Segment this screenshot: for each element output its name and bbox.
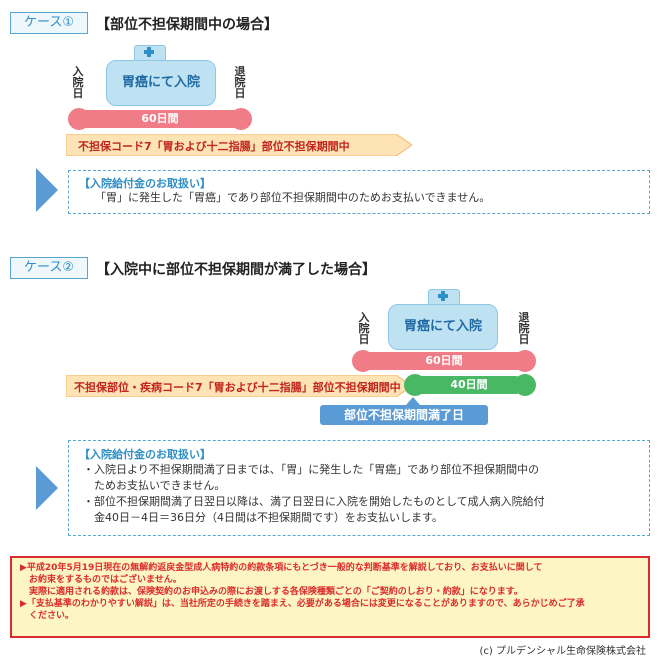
case1-arrow-icon (36, 168, 58, 212)
case2-ribbon-arrow (66, 375, 412, 397)
case1-ribbon-text: 不担保コード7「胃および十二指腸」部位不担保期間中 (78, 140, 350, 153)
case2-green-bar: 40日間 (414, 376, 524, 394)
case2-hospital-label: 胃癌にて入院 (403, 319, 482, 334)
case2-title: 【入院中に部位不担保期間が満了した場合】 (96, 262, 376, 278)
case2-box-line: ・部位不担保期間満了日翌日以降は、満了日翌日に入院を開始したものとして成人病入院… (83, 495, 545, 508)
case2-days-bar: 60日間 (362, 352, 526, 370)
case1-discharge-label: 退院日 (234, 65, 246, 100)
case1-box-text: 「胃」に発生した「胃癌」であり部位不担保期間中のためお支払いできません。 (95, 191, 491, 204)
case1-info-box: 【入院給付金のお取扱い】 「胃」に発生した「胃癌」であり部位不担保期間中のためお… (68, 170, 650, 214)
case2-arrow-icon (36, 466, 58, 510)
case1-discharge-dot (230, 108, 252, 130)
case2-discharge-dot (514, 350, 536, 372)
case1-hospital-label: 胃癌にて入院 (121, 75, 200, 90)
case2-expiry-dot (404, 374, 426, 396)
case2-box-text: ・入院日より不担保期間満了日までは、「胃」に発生した「胃癌」であり部位不担保期間… (83, 462, 643, 526)
case1-title: 【部位不担保期間中の場合】 (96, 17, 278, 33)
hospital-icon-box: 胃癌にて入院 (388, 304, 498, 350)
notice-text: ▶平成20年5月19日現在の無解約返戻金型成人病特約の約款条項にもとづき一般的な… (20, 562, 640, 622)
case1-days-bar: 60日間 (78, 110, 242, 128)
case2-box-title: 【入院給付金のお取扱い】 (79, 448, 211, 461)
case2-green-label: 40日間 (450, 378, 488, 391)
notice-box: ▶平成20年5月19日現在の無解約返戻金型成人病特約の約款条項にもとづき一般的な… (10, 556, 650, 638)
case1-ribbon-arrow (66, 134, 412, 156)
notice-line: ください。 (20, 611, 75, 621)
case1-admit-dot (68, 108, 90, 130)
case2-box-line: 金40日－4日＝36日分（4日間は不担保期間です）をお支払いします。 (83, 511, 443, 524)
case2-admit-label: 入院日 (358, 311, 370, 346)
case2-discharge-label: 退院日 (518, 311, 530, 346)
notice-line: お約束をするものではございません。 (20, 575, 182, 585)
cross-icon (144, 47, 154, 57)
case2-ribbon-text: 不担保部位・疾病コード7「胃および十二指腸」部位不担保期間中 (74, 381, 401, 394)
hospital-icon-box: 胃癌にて入院 (106, 60, 216, 106)
case2-days-label: 60日間 (425, 354, 463, 367)
case2-box-line: ・入院日より不担保期間満了日までは、「胃」に発生した「胃癌」であり部位不担保期間… (83, 463, 540, 476)
expiry-pointer-icon (406, 397, 420, 405)
case2-tag: ケース② (10, 257, 88, 279)
notice-line: 実際に適用される約款は、保険契約のお申込みの際にお渡しする各保険種類ごとの「ご契… (20, 587, 523, 597)
case1-days-label: 60日間 (141, 112, 179, 125)
notice-line: ▶平成20年5月19日現在の無解約返戻金型成人病特約の約款条項にもとづき一般的な… (20, 563, 543, 573)
cross-icon (438, 291, 448, 301)
notice-line: ▶「支払基準のわかりやすい解説」は、当社所定の手続きを踏まえ、必要がある場合には… (20, 599, 585, 609)
case1-box-title: 【入院給付金のお取扱い】 (79, 177, 211, 190)
case2-box-line: ためお支払いできません。 (83, 479, 226, 492)
case1-admit-label: 入院日 (72, 65, 84, 100)
case2-expiry-badge: 部位不担保期間満了日 (320, 405, 488, 425)
case2-green-end-dot (514, 374, 536, 396)
case2-expiry-label: 部位不担保期間満了日 (343, 408, 464, 422)
case2-admit-dot (352, 350, 374, 372)
copyright: (c) プルデンシャル生命保険株式会社 (479, 646, 646, 657)
case2-info-box: 【入院給付金のお取扱い】 ・入院日より不担保期間満了日までは、「胃」に発生した「… (68, 440, 650, 536)
case1-tag: ケース① (10, 12, 88, 34)
